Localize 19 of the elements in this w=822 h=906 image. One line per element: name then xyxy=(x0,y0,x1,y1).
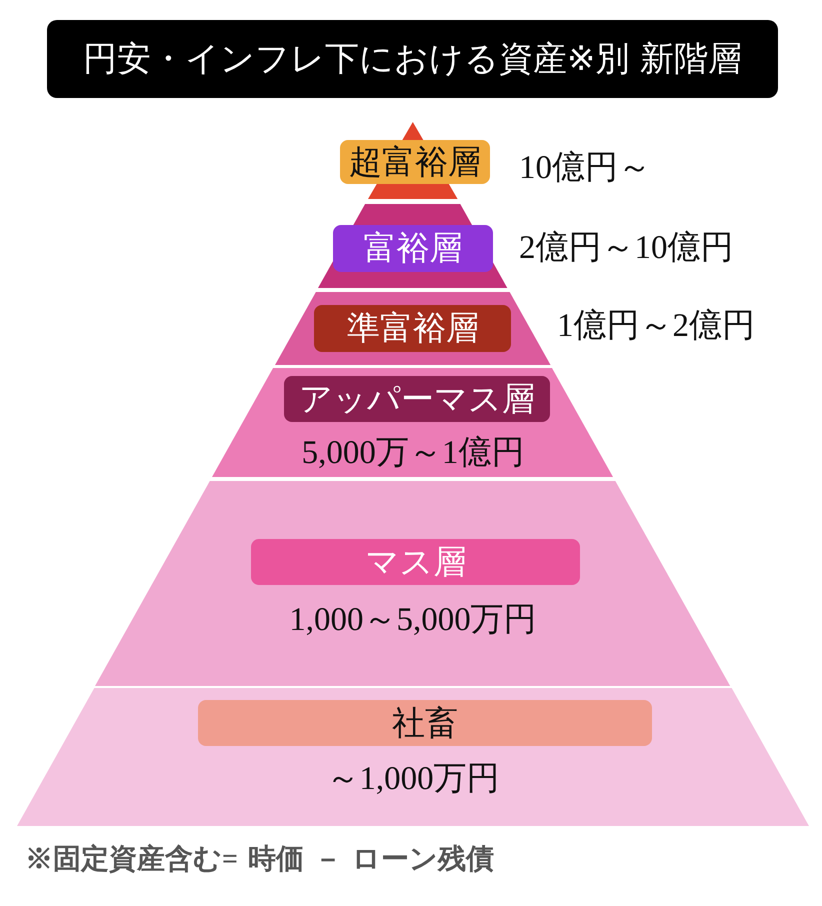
pyramid-tier xyxy=(275,292,551,365)
footnote: ※固定資産含む= 時価 － ローン残債 xyxy=(25,843,494,877)
pyramid-tier xyxy=(95,481,731,686)
tier-name-label: 超富裕層 xyxy=(340,140,490,184)
tier-name-label: マス層 xyxy=(251,539,580,585)
pyramid-tier xyxy=(212,368,614,477)
tier-name-label: アッパーマス層 xyxy=(284,376,550,422)
amount-label: 1億円～2億円 xyxy=(557,307,755,346)
amount-label: 5,000万～1億円 xyxy=(302,434,524,473)
tier-name-label: 富裕層 xyxy=(332,225,493,272)
amount-label: 2億円～10億円 xyxy=(519,229,734,268)
amount-label: 1,000～5,000万円 xyxy=(289,601,537,640)
amount-label: ～1,000万円 xyxy=(326,760,500,799)
tier-name-label: 社畜 xyxy=(198,700,652,746)
title-banner: 円安・インフレ下における資産※別 新階層 xyxy=(47,20,778,98)
pyramid-tier xyxy=(17,688,809,826)
tier-name-label: 準富裕層 xyxy=(314,305,512,352)
amount-label: 10億円～ xyxy=(519,149,651,188)
pyramid-tier xyxy=(318,204,508,288)
